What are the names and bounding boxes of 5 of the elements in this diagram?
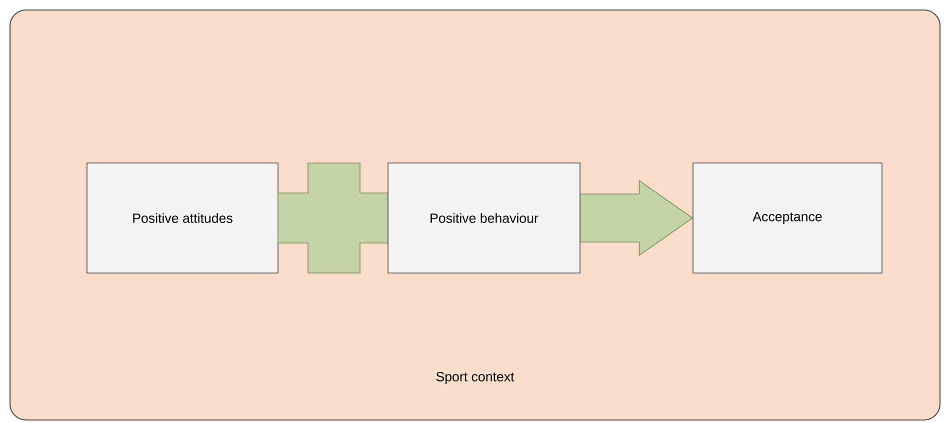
process-box: Positive behaviour bbox=[388, 162, 580, 274]
block-arrow bbox=[580, 180, 694, 256]
plus-sign bbox=[278, 162, 388, 274]
process-box: Acceptance bbox=[692, 162, 882, 274]
process-box: Positive attitudes bbox=[86, 162, 278, 274]
